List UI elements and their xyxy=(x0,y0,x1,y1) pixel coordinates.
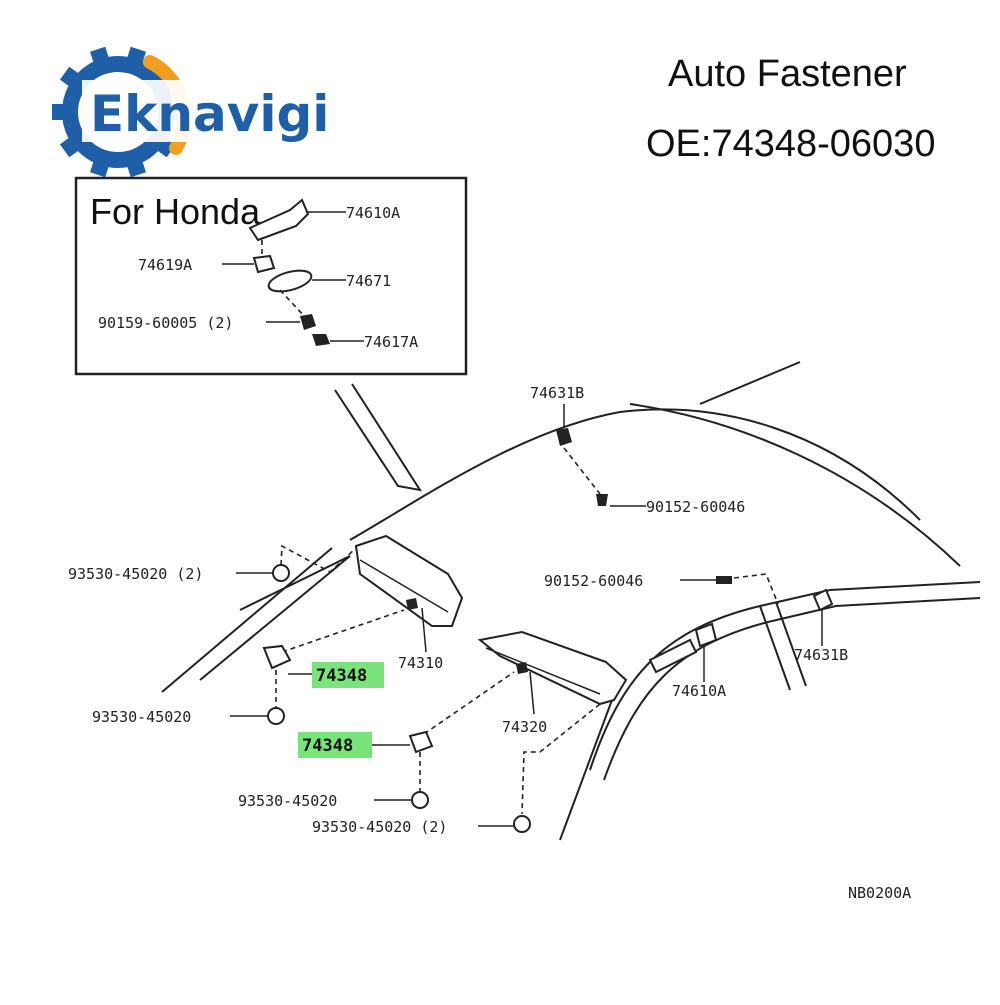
dash-93530-bottom xyxy=(521,703,601,815)
fastener-74348-a xyxy=(262,644,292,670)
gear-tooth xyxy=(59,66,83,90)
sun-visor-74310 xyxy=(354,534,464,627)
clip-74631B-right xyxy=(812,588,834,612)
diagram-code: NB0200A xyxy=(848,884,911,902)
nut-93530-bottom xyxy=(513,815,531,833)
visor-74320-edge xyxy=(485,647,601,695)
label-74348-b: 74348 xyxy=(302,736,353,756)
label-93530-a: 93530-45020 xyxy=(92,708,191,726)
holder-74610A-roof xyxy=(648,638,698,674)
screw-90152-a xyxy=(596,494,608,506)
screw-90152-b xyxy=(716,576,732,584)
visor-74310-edge xyxy=(359,559,449,613)
gear-tooth xyxy=(125,157,147,178)
inset-dash-2 xyxy=(279,289,307,319)
gear-tooth xyxy=(89,157,111,178)
door-frame-inner xyxy=(603,597,981,781)
label-90152-b: 90152-60046 xyxy=(544,572,643,590)
label-74631B-top: 74631B xyxy=(530,384,584,402)
mount-74320 xyxy=(516,662,528,674)
label-93530-2-top: 93530-45020 (2) xyxy=(68,565,203,583)
leader-74310 xyxy=(421,607,427,653)
a-pillar-outer xyxy=(161,547,333,693)
label-90159: 90159-60005 (2) xyxy=(98,314,233,332)
clip-74617A xyxy=(312,334,330,346)
roof-edge-rear xyxy=(699,361,801,405)
gear-tooth xyxy=(125,46,147,67)
holder-74610A-roof-b xyxy=(694,622,718,648)
dash-74348-a xyxy=(281,609,405,653)
roof-outline xyxy=(161,361,981,841)
gear-tooth xyxy=(89,46,111,67)
dash-74631B-screw xyxy=(563,447,601,495)
fitment-label: For Honda xyxy=(90,191,261,232)
nut-93530-top xyxy=(272,564,290,582)
nut-93530-a xyxy=(267,707,285,725)
clip-74631B-top xyxy=(556,428,572,446)
label-90152-a: 90152-60046 xyxy=(646,498,745,516)
label-74610A-inset: 74610A xyxy=(346,204,400,222)
brand-name: Eknavigi xyxy=(90,85,329,143)
product-title: Auto Fastener xyxy=(668,53,907,95)
roof-edge-top xyxy=(349,408,921,541)
inset-pillar xyxy=(334,383,423,492)
label-74348-a: 74348 xyxy=(316,666,367,686)
inset-frame xyxy=(74,176,468,376)
b-pillar-b xyxy=(775,601,807,687)
label-74310: 74310 xyxy=(398,654,443,672)
gear-tooth xyxy=(59,134,83,158)
door-frame-outer xyxy=(589,581,981,771)
roof-edge-inner xyxy=(629,403,961,567)
label-74671: 74671 xyxy=(346,272,391,290)
leader-74320 xyxy=(529,671,535,715)
screw-90159 xyxy=(300,314,316,330)
brand-backdrop xyxy=(82,80,302,142)
brand-logo: Eknavigi xyxy=(52,46,329,178)
inset-box: For Honda 74610A 74619A 74671 90159-6000… xyxy=(74,176,468,376)
b-pillar-a xyxy=(759,605,791,691)
label-74619A: 74619A xyxy=(138,256,192,274)
dash-74348-b xyxy=(423,671,515,735)
highlight-74348-a xyxy=(312,662,384,688)
label-93530-b: 93530-45020 xyxy=(238,792,337,810)
clip-74619A xyxy=(252,254,276,274)
sun-visor-74320 xyxy=(477,630,628,706)
oe-number: OE:74348-06030 xyxy=(646,123,935,165)
holder-74671 xyxy=(267,269,313,293)
label-74631B-right: 74631B xyxy=(794,646,848,664)
label-74610A: 74610A xyxy=(672,682,726,700)
a-pillar-inner xyxy=(199,555,351,681)
bracket-74610A xyxy=(248,198,310,242)
door-pillar-line xyxy=(559,699,613,841)
highlight-74348-b xyxy=(298,732,372,758)
front-header xyxy=(239,555,351,611)
label-93530-2-bottom: 93530-45020 (2) xyxy=(312,818,447,836)
nut-93530-b xyxy=(411,791,429,809)
label-74320: 74320 xyxy=(502,718,547,736)
mount-74310 xyxy=(406,598,418,610)
fastener-74348-b xyxy=(408,730,434,754)
label-74617A-inset: 74617A xyxy=(364,333,418,351)
dash-93530-top xyxy=(280,544,357,573)
dash-90152-b xyxy=(733,573,779,605)
gear-tooth xyxy=(52,104,68,120)
